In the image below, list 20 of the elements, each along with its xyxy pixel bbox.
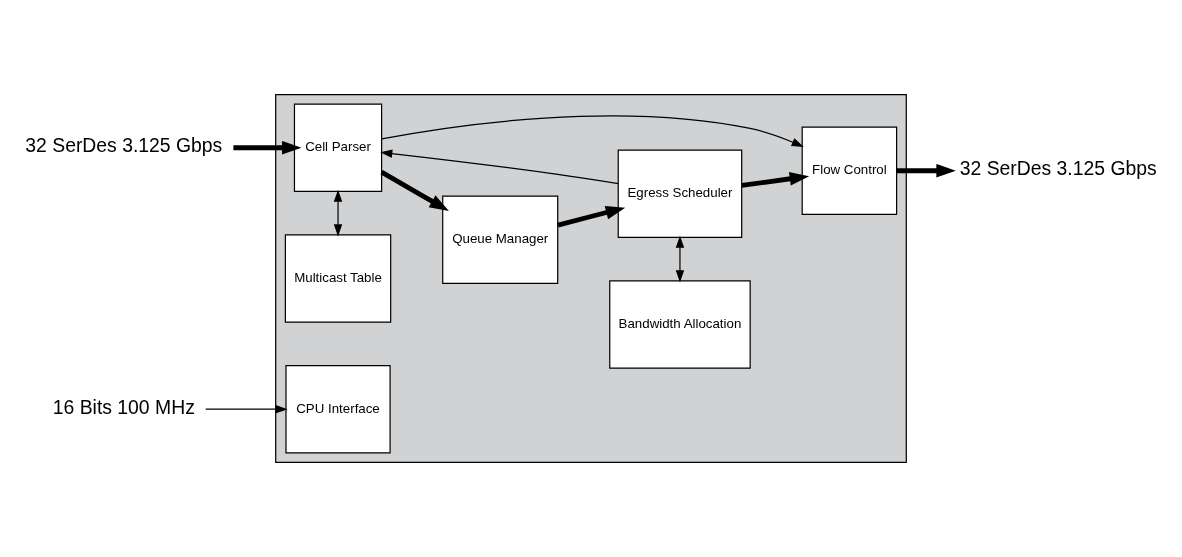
node-box: Cell Parser <box>293 103 383 192</box>
node-text: 32 SerDes 3.125 Gbps <box>25 134 223 157</box>
arrow <box>380 170 449 211</box>
arrow <box>233 140 302 155</box>
node-box: Flow Control <box>801 126 898 215</box>
arrow <box>741 172 810 188</box>
arrow <box>380 149 619 185</box>
arrow <box>557 205 626 228</box>
node-box: Queue Manager <box>442 195 559 284</box>
node-box: Egress Scheduler <box>617 149 743 238</box>
node-text: 16 Bits 100 MHz <box>52 395 195 418</box>
node-box: Bandwidth Allocation <box>609 280 751 369</box>
arrow <box>381 115 804 147</box>
node-box: Multicast Table <box>284 234 392 323</box>
node-box: CPU Interface <box>285 365 391 454</box>
arrow <box>675 235 685 283</box>
arrow <box>333 189 343 237</box>
node-text: 32 SerDes 3.125 Gbps <box>959 157 1157 180</box>
arrow <box>205 404 288 414</box>
arrow <box>896 163 956 178</box>
